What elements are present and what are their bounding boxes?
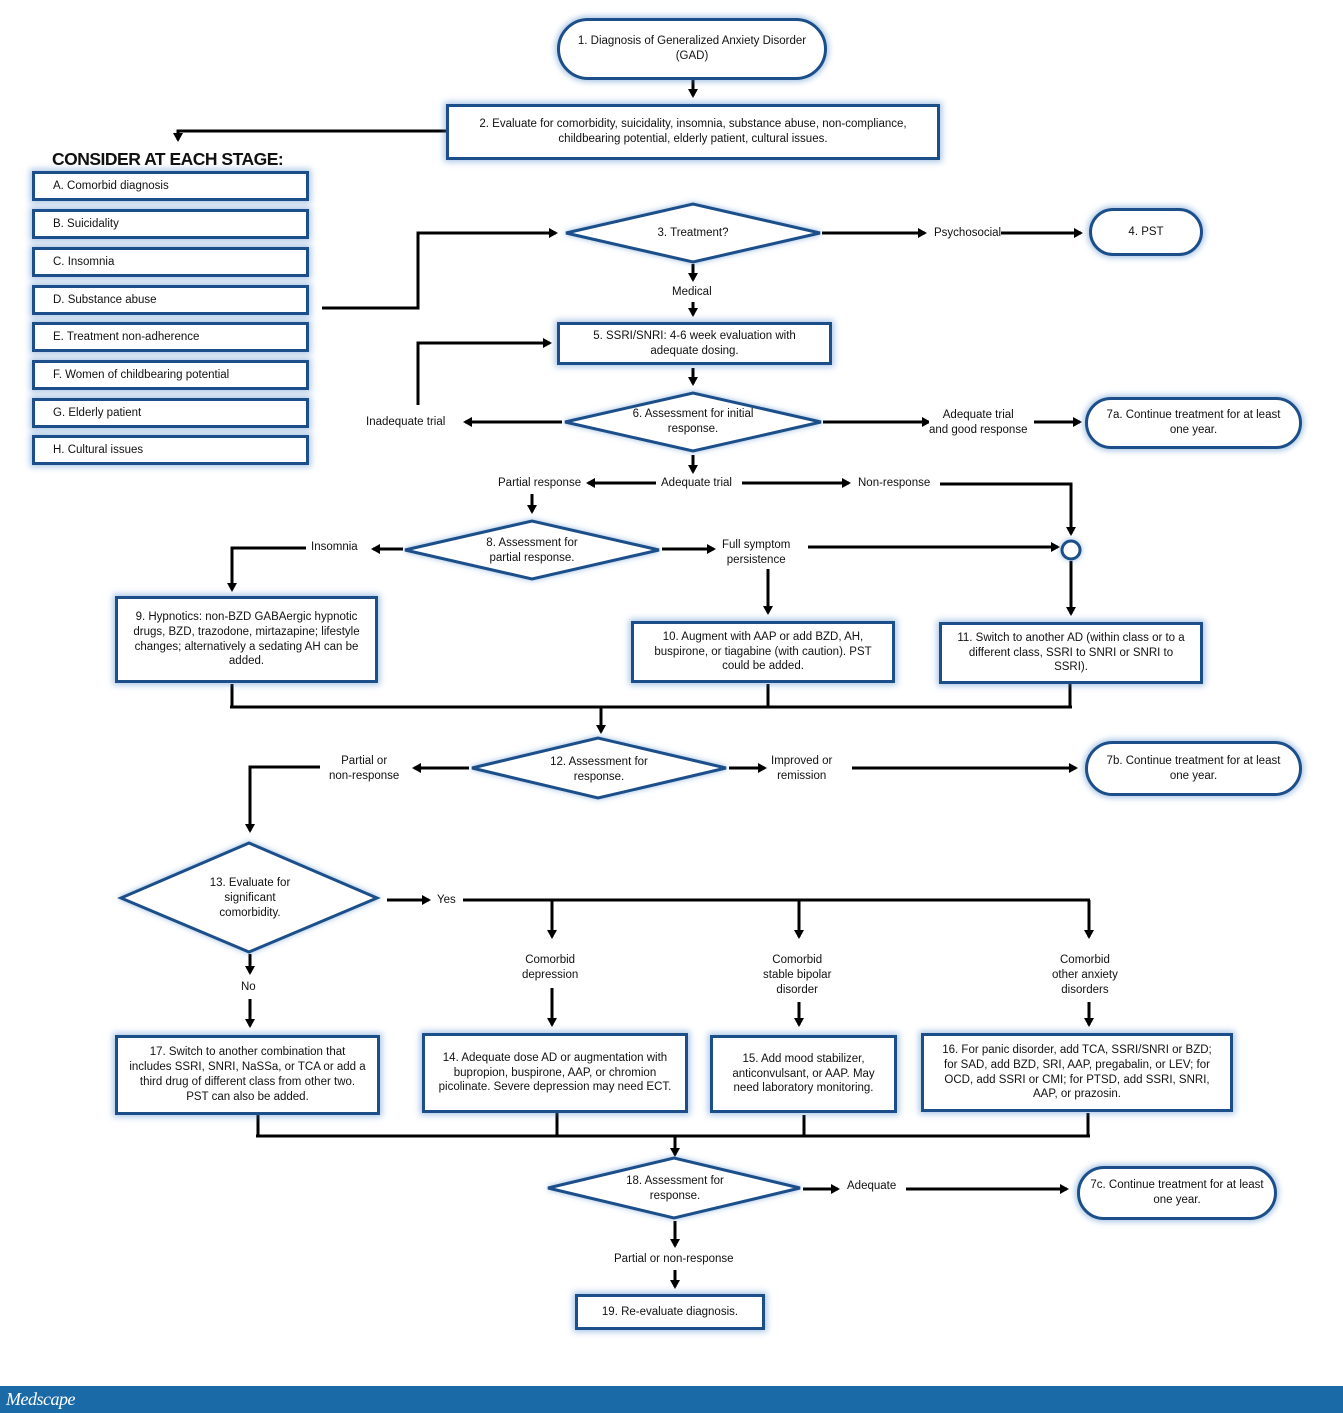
label-psychosocial: Psychosocial: [934, 226, 1002, 241]
label-partial-response: Partial response: [498, 476, 582, 491]
consider-title: CONSIDER AT EACH STAGE:: [52, 149, 284, 169]
node-2-text: 2. Evaluate for comorbidity, suicidality…: [479, 118, 907, 145]
label-adequate: Adequate: [847, 1179, 897, 1194]
label-adequate-trial: Adequate trial: [661, 476, 732, 491]
decision-8-text: 8. Assessment for partial response.: [486, 537, 578, 564]
node-7c-text: 7c. Continue treatment for at least one …: [1090, 1179, 1264, 1206]
consider-item-label: H. Cultural issues: [53, 443, 144, 456]
label-inadequate-trial: Inadequate trial: [366, 415, 446, 430]
consider-item-label: C. Insomnia: [53, 255, 115, 268]
label-partial-or-non-response: Partial or non-response: [329, 754, 400, 784]
node-5-ssri-snri: 5. SSRI/SNRI: 4-6 week evaluation with a…: [557, 322, 832, 365]
decision-12-shape: [471, 736, 727, 800]
node-10-augment: 10. Augment with AAP or add BZD, AH, bus…: [631, 621, 895, 683]
consider-item-b: B. Suicidality: [32, 209, 309, 239]
node-19-reevaluate: 19. Re-evaluate diagnosis.: [575, 1294, 765, 1330]
label-comorbid-anxiety: Comorbid other anxiety disorders: [1052, 953, 1118, 998]
consider-item-f: F. Women of childbearing potential: [32, 360, 309, 390]
node-10-text: 10. Augment with AAP or add BZD, AH, bus…: [654, 630, 872, 673]
label-full-symptom-persistence: Full symptom persistence: [722, 538, 791, 568]
node-7b-text: 7b. Continue treatment for at least one …: [1106, 754, 1281, 782]
label-improved-or-remission: Improved or remission: [771, 754, 833, 784]
label-non-response: Non-response: [858, 476, 931, 491]
node-7b-continue: 7b. Continue treatment for at least one …: [1085, 741, 1302, 796]
node-16-text: 16. For panic disorder, add TCA, SSRI/SN…: [942, 1043, 1212, 1101]
node-5-text: 5. SSRI/SNRI: 4-6 week evaluation with a…: [593, 329, 796, 357]
node-7c-continue: 7c. Continue treatment for at least one …: [1077, 1166, 1277, 1220]
node-14-text: 14. Adequate dose AD or augmentation wit…: [438, 1051, 672, 1094]
node-9-text: 9. Hypnotics: non-BZD GABAergic hypnotic…: [133, 610, 360, 668]
label-comorbid-bipolar: Comorbid stable bipolar disorder: [763, 953, 832, 998]
node-1-diagnosis: 1. Diagnosis of Generalized Anxiety Diso…: [557, 18, 827, 80]
consider-item-label: B. Suicidality: [53, 217, 119, 230]
decision-6-shape: [564, 391, 822, 453]
consider-item-label: E. Treatment non-adherence: [53, 330, 200, 343]
decision-8-shape: [404, 519, 660, 581]
node-14-adequate-dose: 14. Adequate dose AD or augmentation wit…: [422, 1033, 688, 1113]
label-medical: Medical: [672, 285, 712, 300]
consider-item-c: C. Insomnia: [32, 247, 309, 277]
label-adequate-good-response: Adequate trial and good response: [929, 408, 1028, 438]
decision-18-shape: [547, 1156, 801, 1220]
label-yes: Yes: [437, 893, 456, 908]
node-4-text: 4. PST: [1128, 225, 1164, 238]
node-15-mood-stabilizer: 15. Add mood stabilizer, anticonvulsant,…: [710, 1035, 897, 1113]
consider-item-label: A. Comorbid diagnosis: [53, 179, 169, 192]
label-insomnia: Insomnia: [311, 540, 358, 555]
consider-item-h: H. Cultural issues: [32, 435, 309, 465]
node-17-text: 17. Switch to another combination that i…: [129, 1046, 366, 1103]
consider-item-d: D. Substance abuse: [32, 285, 309, 315]
label-partial-or-non-response-18: Partial or non-response: [614, 1252, 734, 1267]
node-4-pst: 4. PST: [1089, 208, 1203, 256]
decision-3-shape: [565, 202, 821, 264]
decision-3-text: 3. Treatment?: [657, 227, 729, 239]
node-2-evaluate: 2. Evaluate for comorbidity, suicidality…: [446, 104, 940, 160]
node-16-anxiety-disorders: 16. For panic disorder, add TCA, SSRI/SN…: [921, 1033, 1233, 1112]
footer-bar: Medscape: [0, 1386, 1343, 1413]
consider-item-label: D. Substance abuse: [53, 293, 157, 306]
consider-item-e: E. Treatment non-adherence: [32, 322, 309, 352]
junction-circle: [1060, 539, 1082, 561]
node-1-text: 1. Diagnosis of Generalized Anxiety Diso…: [577, 35, 807, 62]
node-11-switch: 11. Switch to another AD (within class o…: [939, 622, 1203, 684]
decision-13-text: 13. Evaluate for significant comorbidity…: [209, 877, 291, 919]
node-7a-continue: 7a. Continue treatment for at least one …: [1085, 397, 1302, 449]
node-9-hypnotics: 9. Hypnotics: non-BZD GABAergic hypnotic…: [115, 596, 378, 683]
node-17-switch-combination: 17. Switch to another combination that i…: [115, 1035, 380, 1115]
node-15-text: 15. Add mood stabilizer, anticonvulsant,…: [732, 1052, 875, 1095]
consider-item-g: G. Elderly patient: [32, 398, 309, 428]
decision-12-text: 12. Assessment for response.: [550, 756, 648, 783]
node-7a-text: 7a. Continue treatment for at least one …: [1106, 409, 1281, 436]
decision-13-shape: [117, 841, 381, 954]
node-11-text: 11. Switch to another AD (within class o…: [957, 631, 1185, 674]
consider-item-label: G. Elderly patient: [53, 406, 142, 419]
decision-6-text: 6. Assessment for initial response.: [632, 408, 754, 435]
decision-18-text: 18. Assessment for response.: [626, 1175, 724, 1202]
label-comorbid-depression: Comorbid depression: [522, 953, 579, 983]
node-19-text: 19. Re-evaluate diagnosis.: [601, 1305, 739, 1318]
label-no: No: [241, 980, 256, 995]
medscape-logo[interactable]: Medscape: [6, 1389, 75, 1409]
consider-item-label: F. Women of childbearing potential: [53, 368, 230, 381]
consider-item-a: A. Comorbid diagnosis: [32, 171, 309, 201]
